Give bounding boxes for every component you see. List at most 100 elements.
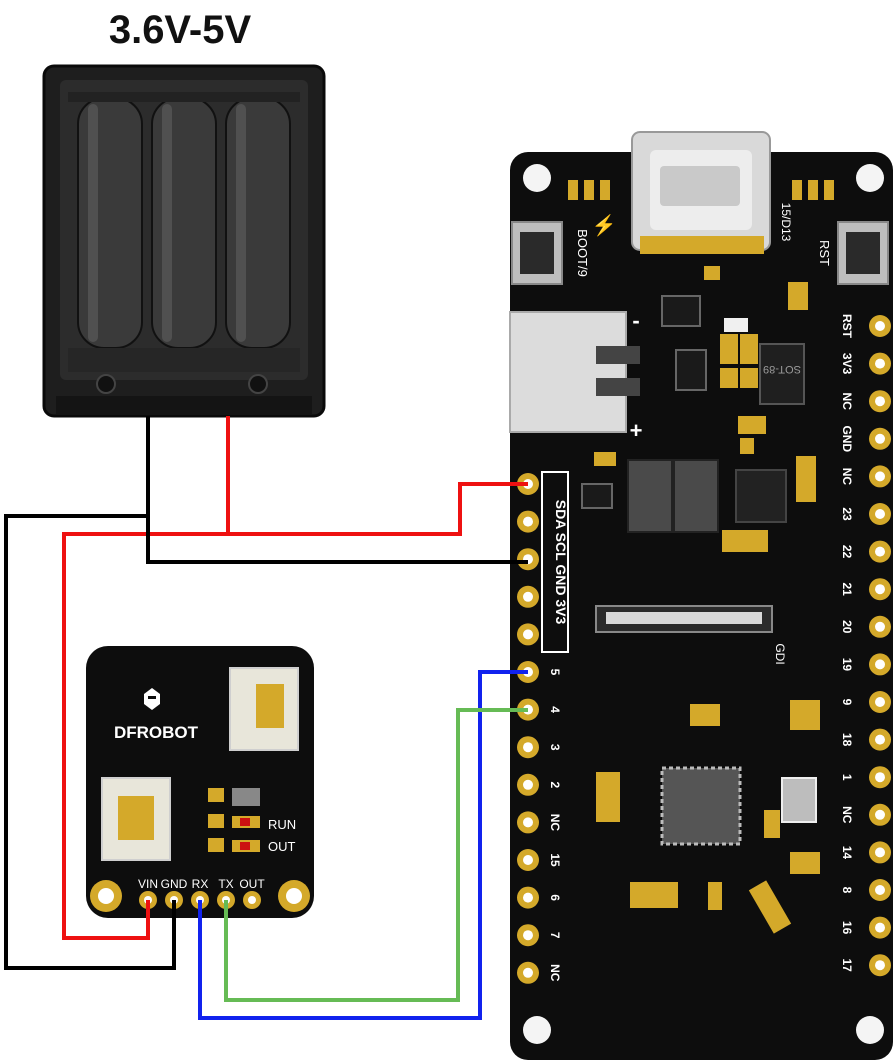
- board-pin-hole: [875, 358, 885, 369]
- mounting-hole: [248, 374, 268, 394]
- display-connector-label: GDI: [773, 643, 787, 664]
- board-pin-hole: [875, 433, 885, 444]
- i2c-header-label: SDA SCL GND 3V3: [553, 500, 569, 625]
- board-right-pin-label: 3V3: [840, 353, 854, 375]
- board-right-pin-label: 23: [840, 507, 854, 521]
- board-pin-hole: [875, 697, 885, 707]
- board-right-pin-label: 19: [840, 658, 854, 672]
- sensor-pin-label: TX: [218, 877, 233, 891]
- board-pin-hole: [875, 321, 885, 331]
- board-pin-hole: [875, 772, 885, 783]
- board-right-pin-label: 21: [840, 583, 854, 597]
- out-led-label: OUT: [268, 839, 296, 854]
- board-left-pin-label: NC: [548, 814, 562, 832]
- board-pin-hole: [875, 960, 885, 971]
- board-pin-hole: [523, 779, 533, 790]
- mounting-hole: [523, 1016, 551, 1044]
- board-right-pin-label: NC: [840, 393, 854, 411]
- battery-cell: [225, 97, 291, 349]
- polarity-minus: -: [632, 308, 639, 333]
- out-led: [240, 842, 250, 850]
- led-label: 15/D13: [779, 203, 793, 242]
- board-pin-hole: [875, 659, 885, 670]
- board-right-pin-label: 17: [840, 959, 854, 973]
- board-left-pin-label: NC: [548, 964, 562, 982]
- board-right-pin-label: 9: [840, 699, 854, 706]
- reset-button-label: RST: [817, 240, 832, 266]
- board-pin-hole: [875, 734, 885, 745]
- board-left-pin-label: 7: [548, 932, 562, 939]
- board-left-pin-label: 4: [548, 706, 562, 713]
- battery-voltage-label: 3.6V-5V: [108, 8, 252, 52]
- vin-wire: [226, 416, 528, 536]
- board-pin-hole: [523, 591, 533, 602]
- boot-button-label: BOOT/9: [575, 229, 590, 277]
- board-right-pin-label: GND: [840, 425, 854, 452]
- board-pin-hole: [523, 892, 533, 903]
- battery-connector: [509, 311, 627, 433]
- polarity-plus: +: [630, 418, 643, 443]
- board-pin-hole: [523, 855, 533, 865]
- tx-wire: [224, 708, 528, 1002]
- board-pin-hole: [875, 509, 885, 519]
- sensor-pin-hole: [248, 896, 256, 904]
- sensor-pin-label: GND: [161, 877, 188, 891]
- board-right-pin-label: NC: [840, 806, 854, 824]
- board-right-pin-label: 18: [840, 733, 854, 747]
- board-right-pin-label: 20: [840, 620, 854, 634]
- board-right-pin-label: RST: [840, 314, 854, 339]
- dfrobot-logo: DFROBOT: [114, 688, 199, 742]
- mounting-hole: [523, 164, 551, 192]
- board-right-pin-label: 16: [840, 921, 854, 935]
- vin-wire-sensor: [62, 532, 228, 940]
- main-soc-chip: [660, 766, 742, 846]
- charge-icon: ⚡: [592, 213, 617, 237]
- board-pin-hole: [875, 847, 885, 858]
- run-led: [240, 818, 250, 826]
- board-pin-hole: [875, 471, 885, 482]
- board-pin-hole: [523, 930, 533, 941]
- controller-board: BOOT/9 RST 15/D13 ⚡ SOT: [509, 131, 893, 1060]
- board-pin-hole: [523, 742, 533, 753]
- board-left-pin-label: 3: [548, 744, 562, 751]
- board-pin-hole: [875, 885, 885, 895]
- battery-cell: [77, 97, 143, 349]
- gnd-wire: [146, 416, 528, 564]
- run-led-label: RUN: [268, 817, 296, 832]
- battery-cell: [151, 97, 217, 349]
- board-pin-hole: [875, 546, 885, 557]
- board-right-pin-label: 8: [840, 887, 854, 894]
- board-pin-hole: [875, 621, 885, 632]
- regulator-chip: [759, 343, 805, 405]
- battery-holder: [42, 64, 326, 418]
- board-left-pin-label: 2: [548, 781, 562, 788]
- regulator-chip-label: SOT-89: [763, 363, 801, 375]
- rx-wire: [198, 670, 528, 1020]
- board-right-pin-label: 14: [840, 846, 854, 860]
- sensor-pin-label: VIN: [138, 877, 158, 891]
- board-right-pin-label: 22: [840, 545, 854, 559]
- board-pin-hole: [523, 516, 533, 527]
- board-right-pin-label: NC: [840, 468, 854, 486]
- board-right-pin-label: 1: [840, 774, 854, 781]
- mounting-hole: [856, 164, 884, 192]
- board-pin-hole: [523, 967, 533, 978]
- board-left-pin-label: 6: [548, 894, 562, 901]
- board-pin-hole: [875, 396, 885, 407]
- mounting-hole: [96, 374, 116, 394]
- board-left-pin-label: 5: [548, 669, 562, 676]
- i2c-header-outline: [541, 471, 569, 653]
- sensor-pin-label: RX: [192, 877, 209, 891]
- brand-label: DFROBOT: [114, 723, 199, 742]
- sensor-pin-label: OUT: [239, 877, 265, 891]
- board-pin-hole: [875, 809, 885, 820]
- board-pin-hole: [875, 584, 885, 595]
- board-pin-hole: [875, 922, 885, 933]
- board-pin-hole: [523, 629, 533, 640]
- mounting-hole: [856, 1016, 884, 1044]
- board-left-pin-label: 15: [548, 853, 562, 867]
